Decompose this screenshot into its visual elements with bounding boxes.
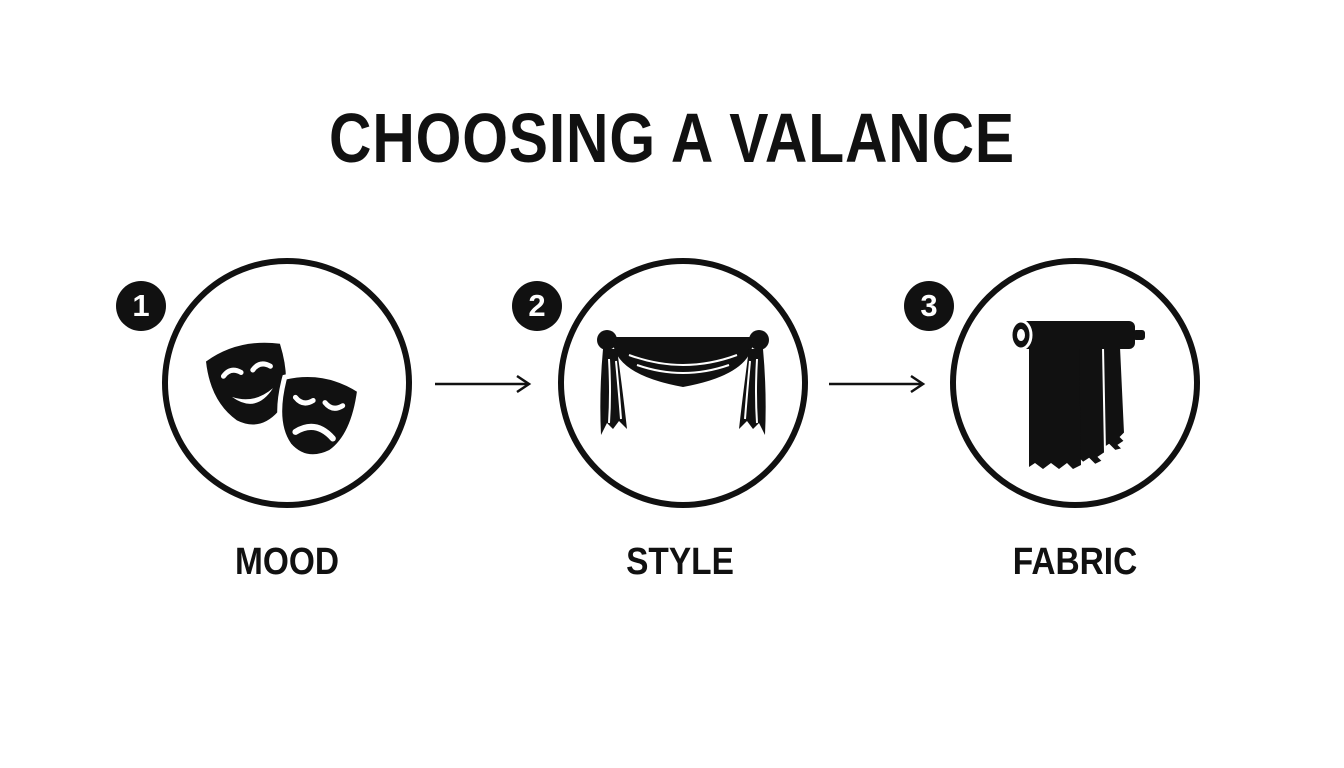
diagram-title: CHOOSING A VALANCE	[329, 99, 1015, 177]
step-label-style: STYLE	[626, 541, 734, 583]
arrow-right-icon	[435, 374, 532, 394]
curtain-valance-icon	[597, 330, 769, 435]
arrow-right-icon	[829, 374, 926, 394]
step-label-fabric: FABRIC	[1012, 541, 1138, 583]
theater-masks-icon	[206, 342, 363, 460]
step-number-badge: 2	[512, 281, 562, 331]
step-number-badge: 3	[904, 281, 954, 331]
step-number-badge: 1	[116, 281, 166, 331]
step-circle	[162, 258, 412, 508]
step-label-mood: MOOD	[234, 541, 340, 583]
fabric-roll-icon	[1009, 319, 1145, 469]
step-style: 2	[512, 258, 808, 508]
step-fabric: 3	[904, 258, 1200, 508]
step-mood: 1	[116, 258, 412, 508]
